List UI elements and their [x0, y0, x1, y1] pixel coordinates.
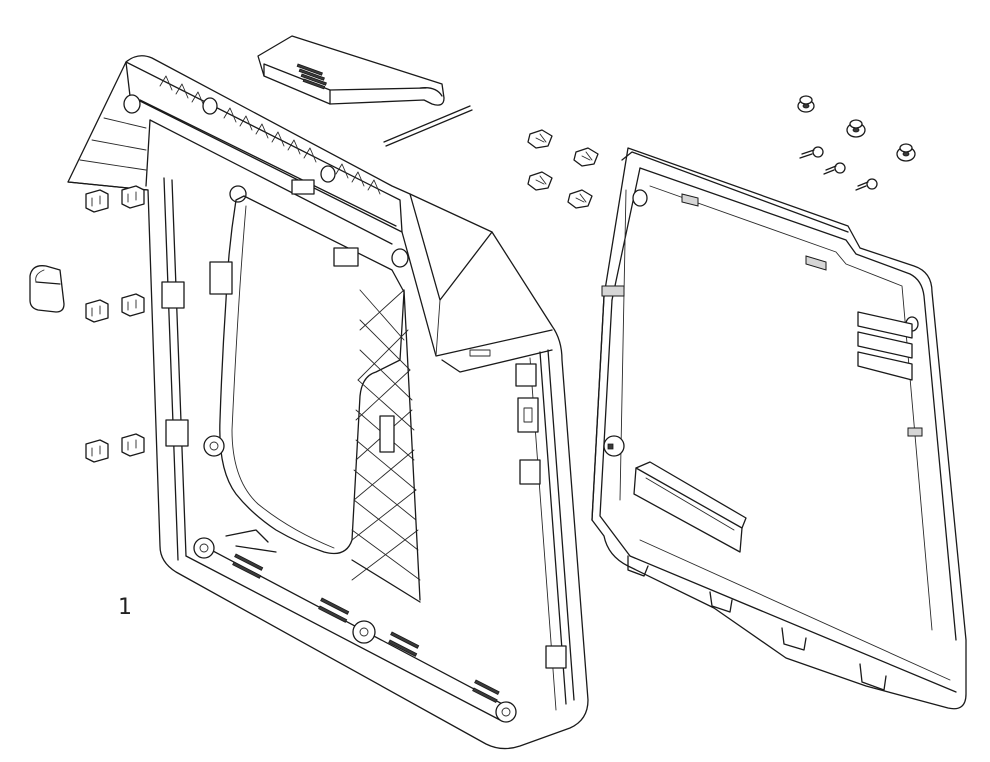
screw-set	[798, 96, 915, 190]
rod-pin	[384, 106, 472, 146]
clip-set-left	[86, 186, 144, 462]
callout-label-1: 1	[118, 595, 132, 620]
right-side-panel	[592, 148, 966, 709]
left-housing-frame	[68, 56, 588, 749]
rubber-foot	[30, 266, 64, 312]
top-lid-cover	[258, 36, 444, 105]
clip-set-center	[528, 130, 598, 208]
